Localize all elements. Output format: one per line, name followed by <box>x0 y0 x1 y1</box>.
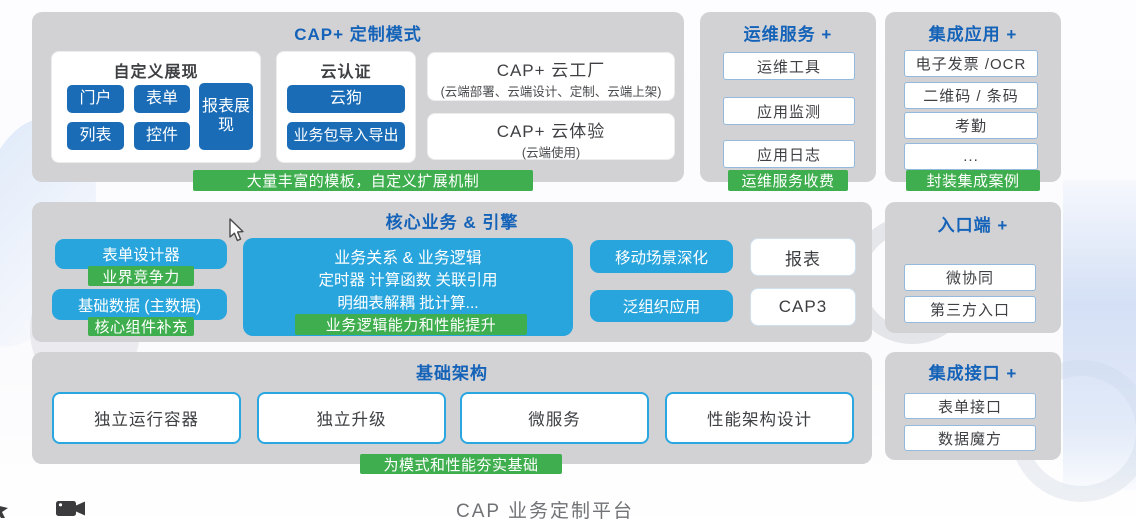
block-package-import-export: 业务包导入导出 <box>287 122 405 150</box>
video-camera-icon[interactable] <box>55 498 87 520</box>
group-title: 自定义展现 <box>113 64 199 81</box>
block-independent-upgrade: 独立升级 <box>257 392 446 444</box>
block-attendance: 考勤 <box>904 112 1038 139</box>
diagram-caption: CAP 业务定制平台 <box>455 501 634 522</box>
panel-integrated-apps: 集成应用 + 电子发票 /OCR 二维码 / 条码 考勤 ... 封装集成案例 <box>885 12 1061 191</box>
block-report: 报表 <box>750 238 856 276</box>
block-cloud-dog: 云狗 <box>287 85 405 113</box>
block-cloud-experience: CAP+ 云体验 (云端使用) <box>428 114 674 160</box>
block-control: 控件 <box>134 122 190 150</box>
block-pan-organization: 泛组织应用 <box>590 290 733 322</box>
group-cloud-auth: 云认证 云狗 业务包导入导出 <box>277 52 415 162</box>
block-list: 列表 <box>67 122 124 150</box>
block-subtitle: (云端部署、云端设计、定制、云端上架) <box>440 85 662 99</box>
panel-title: 集成接口 + <box>928 364 1018 383</box>
logic-line-2: 定时器 计算函数 关联引用 <box>318 272 498 290</box>
green-label-ops-fee: 运维服务收费 <box>728 170 848 191</box>
green-label-core-component: 核心组件补充 <box>88 317 194 336</box>
block-e-invoice-ocr: 电子发票 /OCR <box>904 50 1038 77</box>
panel-infrastructure: 基础架构 独立运行容器 独立升级 微服务 性能架构设计 为模式和性能夯实基础 <box>32 352 872 474</box>
block-app-logs: 应用日志 <box>723 140 855 168</box>
panel-title: 基础架构 <box>416 364 488 383</box>
block-form: 表单 <box>134 85 190 113</box>
panel-cap-custom-mode: CAP+ 定制模式 自定义展现 门户 表单 报表展现 列表 控件 云认证 云狗 … <box>32 12 684 191</box>
green-label-integration-cases: 封装集成案例 <box>906 170 1040 191</box>
block-cap3: CAP3 <box>750 288 856 326</box>
pointer-icon[interactable] <box>0 502 13 520</box>
block-form-api: 表单接口 <box>904 393 1036 419</box>
bottom-left-toolbar <box>0 496 100 522</box>
block-portal: 门户 <box>67 85 124 113</box>
block-title: CAP+ 云工厂 <box>496 61 606 80</box>
group-custom-display: 自定义展现 门户 表单 报表展现 列表 控件 <box>52 52 260 162</box>
panel-title: CAP+ 定制模式 <box>294 25 422 44</box>
panel-title: 集成应用 + <box>928 25 1018 44</box>
block-master-data: 基础数据 (主数据) <box>52 289 227 320</box>
block-more-apps: ... <box>904 143 1038 170</box>
panel-title: 核心业务 & 引擎 <box>385 213 519 232</box>
block-cloud-factory: CAP+ 云工厂 (云端部署、云端设计、定制、云端上架) <box>428 53 674 100</box>
green-label-industry-competitiveness: 业界竞争力 <box>88 266 194 286</box>
panel-ops-service: 运维服务 + 运维工具 应用监测 应用日志 运维服务收费 <box>700 12 876 191</box>
block-form-designer: 表单设计器 <box>55 239 227 269</box>
logic-line-3: 明细表解耦 批计算... <box>337 294 479 312</box>
block-app-monitor: 应用监测 <box>723 97 855 125</box>
block-mobile-scenario: 移动场景深化 <box>590 240 733 273</box>
block-ops-tools: 运维工具 <box>723 52 855 80</box>
block-third-party-entry: 第三方入口 <box>904 296 1036 323</box>
block-title: CAP+ 云体验 <box>496 122 606 141</box>
watermark-right-strip <box>1063 180 1136 490</box>
mouse-cursor-arrow <box>229 218 244 242</box>
green-label-infrastructure: 为模式和性能夯实基础 <box>360 454 562 474</box>
panel-core-business: 核心业务 & 引擎 表单设计器 业界竞争力 基础数据 (主数据) 核心组件补充 … <box>32 202 872 342</box>
block-data-cube: 数据魔方 <box>904 425 1036 451</box>
green-label-business-logic: 业务逻辑能力和性能提升 <box>295 314 527 335</box>
block-performance-architecture: 性能架构设计 <box>665 392 854 444</box>
block-qrcode-barcode: 二维码 / 条码 <box>904 82 1038 109</box>
block-independent-container: 独立运行容器 <box>52 392 241 444</box>
block-micro-collaboration: 微协同 <box>904 264 1036 291</box>
panel-entry: 入口端 + 微协同 第三方入口 <box>885 202 1061 333</box>
panel-integration-api: 集成接口 + 表单接口 数据魔方 <box>885 352 1061 460</box>
block-microservices: 微服务 <box>460 392 649 444</box>
group-title: 云认证 <box>320 64 372 81</box>
block-subtitle: (云端使用) <box>521 146 581 160</box>
logic-line-1: 业务关系 & 业务逻辑 <box>334 250 482 267</box>
green-label-custom-mode: 大量丰富的模板，自定义扩展机制 <box>193 170 533 191</box>
block-report-display: 报表展现 <box>199 83 253 150</box>
panel-title: 运维服务 + <box>743 25 833 44</box>
panel-title: 入口端 + <box>937 216 1009 235</box>
